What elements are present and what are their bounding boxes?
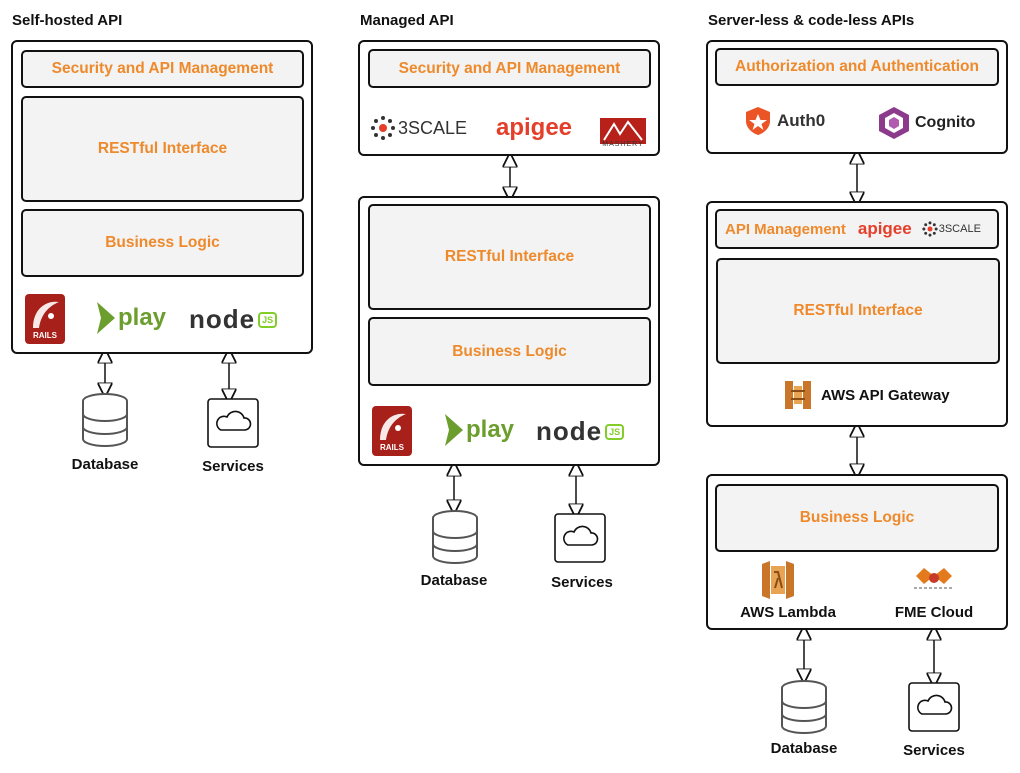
api-mgmt-label: API Management <box>725 220 846 238</box>
self-hosted-logic-layer: Business Logic <box>21 209 304 277</box>
serverless-auth-frame: Authorization and Authentication Auth0 C… <box>706 40 1008 154</box>
serverless-gateway-frame: API Management apigee 3SCALE RESTful Int… <box>706 201 1008 427</box>
cognito-logo: Cognito <box>878 106 975 140</box>
aws-api-gateway-logo: AWS API Gateway <box>783 378 950 412</box>
self-hosted-frame: Security and API Management RESTful Inte… <box>11 40 313 354</box>
threescale-text: 3SCALE <box>398 117 468 138</box>
serverless-restful-layer: RESTful Interface <box>716 258 1000 364</box>
apigee-text: apigee <box>857 219 912 238</box>
database-icon <box>82 393 128 447</box>
managed-security-layer: Security and API Management <box>368 49 651 88</box>
play-text: play <box>466 416 515 443</box>
threescale-dots-icon <box>922 221 938 237</box>
mashery-text: MASHERY <box>602 141 644 148</box>
managed-restful-layer: RESTful Interface <box>368 204 651 310</box>
self-hosted-restful-layer: RESTful Interface <box>21 96 304 202</box>
aws-lambda-icon <box>762 561 794 599</box>
database-icon <box>432 510 478 564</box>
managed-database-label: Database <box>420 572 488 589</box>
aws-api-gateway-text: AWS API Gateway <box>821 386 950 404</box>
node-js-badge: JS <box>605 423 625 440</box>
mashery-icon <box>600 118 646 144</box>
apigee-logo: apigee <box>496 114 572 142</box>
managed-logic-layer: Business Logic <box>368 317 651 386</box>
mashery-logo: MASHERY <box>598 110 648 152</box>
aws-lambda-label: AWS Lambda <box>740 604 836 621</box>
rails-logo: RAILS <box>372 406 412 456</box>
threescale-dots-icon <box>371 116 395 140</box>
serverless-auth-layer: Authorization and Authentication <box>715 48 999 86</box>
node-text: node <box>189 304 256 334</box>
auth0-shield-icon <box>746 107 770 135</box>
threescale-logo: 3SCALE <box>370 115 467 141</box>
api-gateway-icon <box>785 381 811 409</box>
managed-title: Managed API <box>360 12 454 29</box>
play-text: play <box>118 304 167 331</box>
self-hosted-security-layer: Security and API Management <box>21 50 304 88</box>
cloud-services-icon <box>908 682 960 732</box>
cognito-text: Cognito <box>915 114 976 131</box>
auth0-text: Auth0 <box>777 111 826 130</box>
play-chevron-icon <box>445 414 463 446</box>
self-hosted-database-label: Database <box>71 456 139 473</box>
managed-bottom-frame: RESTful Interface Business Logic RAILS p… <box>358 196 660 466</box>
node-text: node <box>536 416 603 446</box>
serverless-services-label: Services <box>903 742 965 759</box>
fme-cloud-label: FME Cloud <box>894 604 974 621</box>
managed-services-label: Services <box>551 574 613 591</box>
fme-cloud-icon <box>914 568 954 589</box>
rails-icon <box>25 294 65 344</box>
auth0-logo: Auth0 <box>744 106 825 136</box>
serverless-logic-layer: Business Logic <box>715 484 999 552</box>
node-js-badge: JS <box>258 311 278 328</box>
serverless-logic-frame: Business Logic AWS Lambda FME Cloud <box>706 474 1008 630</box>
self-hosted-services-label: Services <box>202 458 264 475</box>
rails-text: RAILS <box>33 331 57 340</box>
cognito-icon <box>879 107 909 139</box>
rails-text: RAILS <box>380 443 404 452</box>
serverless-api-mgmt-layer: API Management apigee 3SCALE <box>715 209 999 249</box>
rails-logo: RAILS <box>25 294 65 344</box>
play-logo: play <box>443 412 514 448</box>
cloud-services-icon <box>207 398 259 448</box>
play-chevron-icon <box>97 302 115 334</box>
self-hosted-title: Self-hosted API <box>12 12 123 29</box>
apigee-text: apigee <box>496 114 573 141</box>
managed-top-frame: Security and API Management 3SCALE apige… <box>358 40 660 156</box>
node-logo: node JS <box>536 416 625 447</box>
serverless-title: Server-less & code-less APIs <box>708 12 915 29</box>
database-icon <box>781 680 827 734</box>
threescale-text: 3SCALE <box>938 223 981 235</box>
cloud-services-icon <box>554 513 606 563</box>
serverless-database-label: Database <box>770 740 838 757</box>
rails-icon <box>372 406 412 456</box>
play-logo: play <box>95 300 166 336</box>
node-logo: node JS <box>189 304 278 335</box>
